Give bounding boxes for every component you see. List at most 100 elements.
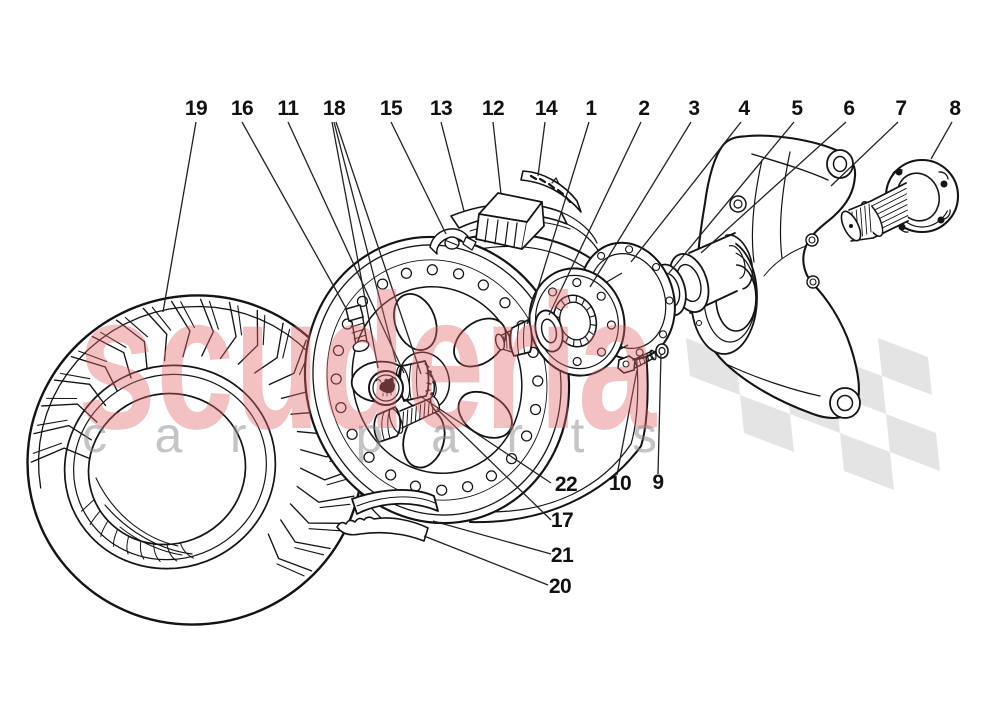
callout-label-13[interactable]: 13 [430, 97, 453, 120]
rim-rivet-hole [346, 428, 358, 440]
rim-rivet-hole [426, 264, 438, 276]
small-washer-illustration [655, 343, 669, 359]
tread-chevron [289, 503, 346, 525]
callout-label-22[interactable]: 22 [555, 473, 578, 496]
callout-label-17[interactable]: 17 [551, 509, 574, 532]
callout-label-2[interactable]: 2 [638, 97, 650, 120]
tread-sipe [78, 350, 108, 363]
callout-label-20[interactable]: 20 [549, 575, 572, 598]
tire-illustration [26, 294, 364, 626]
tread-chevron [199, 298, 215, 357]
rim-rivet-hole [529, 403, 542, 416]
callout-label-21[interactable]: 21 [551, 544, 575, 567]
flange-hole [572, 277, 582, 288]
disc-hole [635, 348, 644, 357]
tread-chevron [268, 339, 307, 386]
flange-hole [572, 356, 582, 367]
washer-illustration [534, 309, 564, 353]
tread-chevron [115, 319, 148, 369]
tread-chevron [170, 300, 191, 358]
rim-rivet-hole [477, 279, 489, 291]
rim-rivet-hole [505, 452, 518, 465]
callout-label-4[interactable]: 4 [738, 97, 751, 120]
leader-line-22 [419, 395, 552, 484]
sidewall-line [166, 543, 178, 562]
spline-tooth [590, 323, 597, 327]
disc-hole [665, 296, 674, 305]
rim-rivet-hole [400, 267, 413, 279]
callout-label-14[interactable]: 14 [535, 97, 559, 120]
spline-tooth [555, 306, 562, 312]
rim-rivet-hole [436, 484, 448, 496]
callout-label-16[interactable]: 16 [231, 97, 254, 120]
callout-label-3[interactable]: 3 [688, 97, 700, 120]
spline-tooth [586, 305, 592, 311]
sidewall-line [126, 535, 130, 555]
rim-rivet-hole [335, 401, 347, 414]
flange-hole [596, 291, 606, 301]
rim-rivet-hole [461, 481, 474, 493]
tread-chevron [41, 403, 98, 423]
bearing-arc [728, 244, 746, 279]
callout-label-1[interactable]: 1 [585, 97, 598, 120]
callout-label-5[interactable]: 5 [791, 97, 804, 120]
leader-lines [162, 121, 953, 586]
spline-tooth [564, 336, 569, 343]
callout-label-18[interactable]: 18 [323, 97, 347, 120]
callout-label-10[interactable]: 10 [609, 472, 632, 495]
watermark-text: scuderia [78, 254, 657, 469]
sidewall-line [113, 528, 119, 547]
rim-rivet-hole [532, 375, 544, 387]
rim-rivet-hole [363, 451, 375, 463]
tread-sipe [262, 314, 266, 346]
tread-chevron [237, 309, 259, 365]
callout-label-11[interactable]: 11 [277, 97, 300, 120]
leader-line-18 [335, 121, 422, 375]
balance-weight-illustration [475, 192, 545, 250]
rim-rivet-hole [452, 268, 465, 280]
spline-tooth [560, 299, 566, 306]
axle-spline [870, 182, 907, 202]
tread-sipe [294, 547, 325, 556]
screw-thread [642, 355, 646, 364]
tire-shoulder-line [37, 305, 329, 489]
tread-sipe [282, 328, 291, 359]
spline-tooth [588, 330, 595, 336]
leader-line-3 [589, 121, 692, 288]
tread-chevron [219, 301, 237, 360]
tread-chevron [53, 379, 107, 407]
axle-thread [860, 207, 863, 237]
leader-line-17 [436, 408, 552, 521]
disc-hole [597, 251, 606, 260]
callout-label-6[interactable]: 6 [843, 97, 855, 120]
axle-thread [868, 203, 872, 233]
bearing-arc [725, 234, 754, 290]
leader-line-16 [241, 121, 348, 311]
tread-sipe [208, 300, 219, 330]
callout-label-9[interactable]: 9 [652, 471, 664, 494]
slotted-plate-illustration [520, 170, 582, 213]
rim-rivet-hole [520, 430, 533, 442]
stub-axle-illustration [840, 158, 960, 242]
rim-rivet-hole [332, 344, 345, 357]
bolt-thread [406, 409, 409, 427]
bolt-thread [423, 402, 426, 418]
rim-spoke-window [393, 293, 438, 351]
bolt-thread [414, 405, 417, 423]
flange-hole [547, 287, 558, 297]
callout-label-7[interactable]: 7 [895, 97, 907, 120]
spline-tooth [567, 295, 571, 303]
callout-label-12[interactable]: 12 [482, 97, 505, 120]
rim-rivet-hole [499, 297, 511, 309]
leader-line-12 [492, 121, 502, 195]
callout-label-15[interactable]: 15 [380, 97, 404, 120]
tread-chevron [254, 322, 284, 374]
screw-thread [646, 353, 650, 362]
tread-chevron [280, 519, 331, 550]
rim-rivet-hole [376, 278, 389, 290]
callout-label-19[interactable]: 19 [185, 97, 208, 120]
callout-label-8[interactable]: 8 [949, 97, 962, 120]
sidewall-line [80, 499, 95, 512]
